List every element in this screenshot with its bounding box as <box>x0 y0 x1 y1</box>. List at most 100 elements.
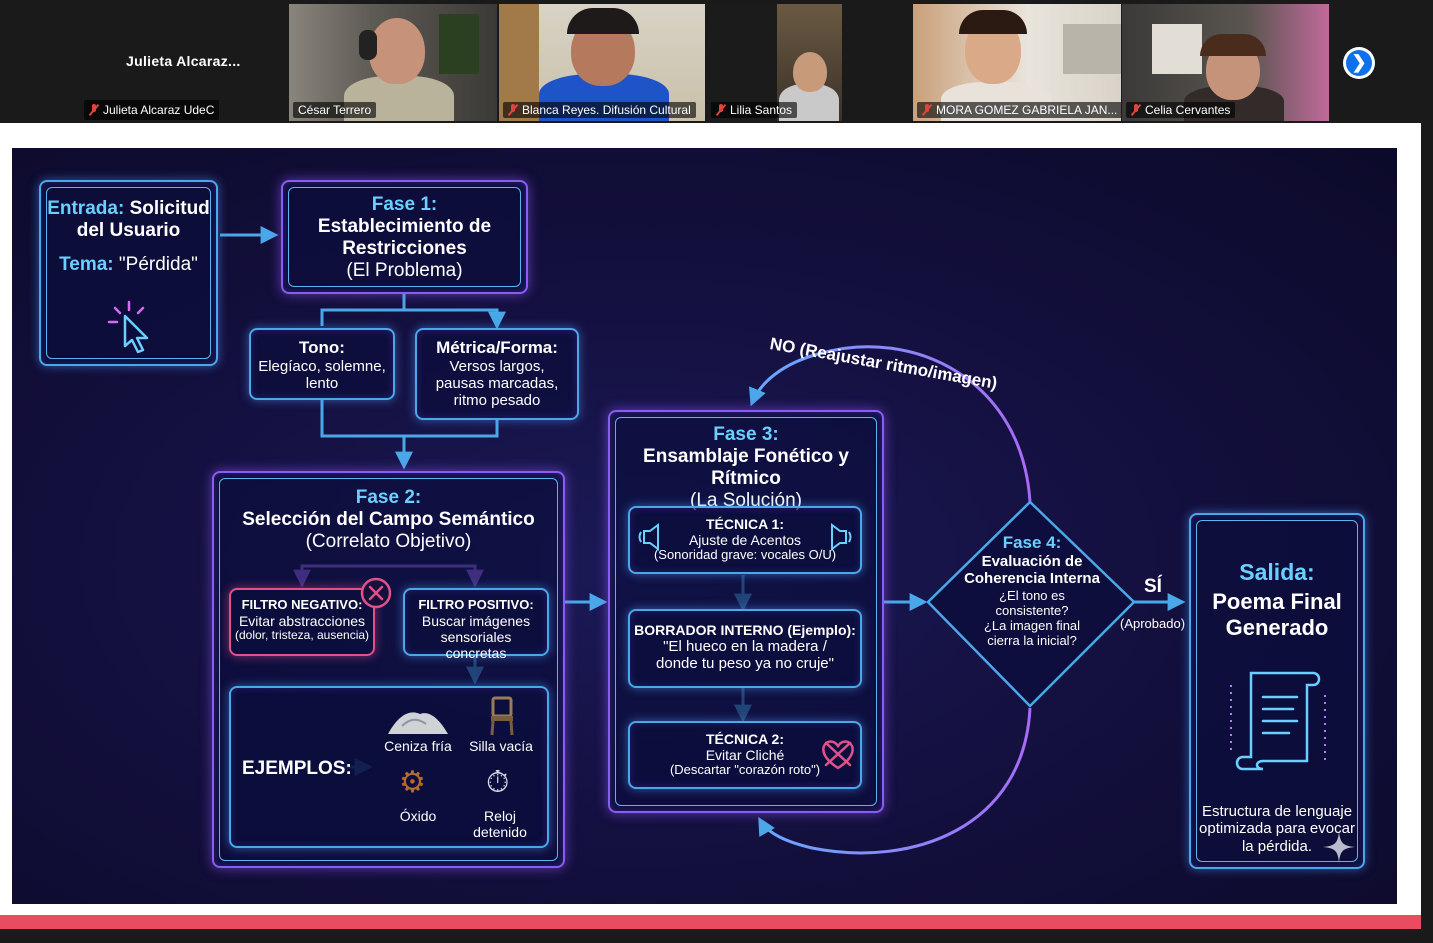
tecnica2-note: (Descartar "corazón roto") <box>669 762 821 778</box>
ejemplo-label: Silla vacía <box>469 738 533 754</box>
headphones-icon <box>359 30 377 60</box>
tecnica1-box: TÉCNICA 1: Ajuste de Acentos (Sonoridad … <box>628 506 862 574</box>
fase2-label: Fase 2: <box>355 487 422 508</box>
fase1-label: Fase 1: <box>371 194 438 215</box>
loop-arrow-top <box>749 345 1032 503</box>
stopwatch-icon: ⏱ <box>486 766 510 799</box>
participant-tile[interactable]: Celia Cervantes <box>1122 4 1329 121</box>
filtro-positivo-text: Buscar imágenes sensoriales concretas <box>421 612 531 662</box>
mic-off-icon <box>1131 104 1141 116</box>
fase4-label: Fase 4: <box>1002 533 1062 552</box>
borrador-line1: "El hueco en la madera / <box>663 638 827 656</box>
metrica-text: Versos largos, pausas marcadas, ritmo pe… <box>435 357 559 410</box>
x-circle-icon <box>360 577 392 609</box>
broken-heart-icon <box>822 740 854 770</box>
fase1-title: Establecimiento de Restricciones <box>317 215 492 259</box>
self-name-label: Julieta Alcaraz UdeC <box>84 100 220 120</box>
video-person-face <box>793 52 827 92</box>
filtro-positivo-title: FILTRO POSITIVO: <box>418 597 534 612</box>
borrador-box: BORRADOR INTERNO (Ejemplo): "El hueco en… <box>628 609 862 688</box>
participant-label: César Terrero <box>293 102 377 118</box>
tema-label: Tema: <box>59 253 114 275</box>
fase1-subtitle: (El Problema) <box>346 259 463 281</box>
ejemplos-box: EJEMPLOS: Ceniza fría Silla vacía ⚙ Óxid… <box>229 686 549 848</box>
mic-off-icon <box>508 104 518 116</box>
fase1-box: Fase 1: Establecimiento de Restricciones… <box>281 180 528 294</box>
fase4-title: Evaluación de Coherencia Interna <box>964 552 1100 587</box>
ejemplo-label: Ceniza fría <box>384 738 452 754</box>
bottom-toolbar-edge <box>0 929 1433 943</box>
fase4-diamond: Fase 4: Evaluación de Coherencia Interna… <box>932 533 1132 649</box>
entrada-box: Entrada: Solicitud del Usuario Tema: "Pé… <box>39 180 218 366</box>
chair-icon <box>490 696 514 736</box>
shared-screen: Entrada: Solicitud del Usuario Tema: "Pé… <box>0 123 1421 915</box>
participant-label: Lilia Santos <box>711 102 798 118</box>
video-person-hair <box>959 10 1027 34</box>
participant-name: MORA GOMEZ GABRIELA JAN... <box>936 103 1118 117</box>
tecnica2-title: TÉCNICA 2: <box>705 731 785 747</box>
flowchart-slide: Entrada: Solicitud del Usuario Tema: "Pé… <box>12 148 1397 904</box>
speaker-icon <box>638 523 659 551</box>
fase2-subtitle: (Correlato Objetivo) <box>305 530 472 552</box>
salida-box: Salida: Poema Final Generado Estructura … <box>1189 513 1365 869</box>
cursor-click-icon <box>107 300 149 354</box>
filtro-negativo-text: Evitar abstracciones <box>238 612 366 629</box>
self-display-name: Julieta Alcaraz... <box>126 53 241 69</box>
borrador-title: BORRADOR INTERNO (Ejemplo): <box>634 622 856 638</box>
tono-text: Elegíaco, solemne, lento <box>258 357 386 392</box>
tema-value: "Pérdida" <box>118 253 198 275</box>
entrada-title: Solicitud del Usuario <box>76 198 210 241</box>
video-printer <box>1063 24 1121 74</box>
filtro-negativo-note: (dolor, tristeza, ausencia) <box>234 628 370 643</box>
entrada-label: Entrada: <box>47 198 125 219</box>
filtro-positivo-box: FILTRO POSITIVO: Buscar imágenes sensori… <box>403 588 549 661</box>
ejemplo-label: Reloj detenido <box>473 808 527 841</box>
fase3-label: Fase 3: <box>713 424 779 445</box>
tecnica1-title: TÉCNICA 1: <box>705 516 785 532</box>
bottom-accent-bar <box>0 915 1421 929</box>
metrica-box: Métrica/Forma: Versos largos, pausas mar… <box>415 328 579 420</box>
salida-title: Poema Final Generado <box>1212 589 1342 640</box>
participant-name: Lilia Santos <box>730 103 793 117</box>
next-participants-button[interactable]: ❯ <box>1343 47 1375 79</box>
mic-off-icon <box>716 104 726 116</box>
fase4-question2: ¿La imagen final cierra la inicial? <box>983 617 1081 648</box>
si-label: SÍ <box>1144 576 1162 597</box>
participant-tile[interactable]: Lilia Santos <box>707 4 842 121</box>
fase2-title: Selección del Campo Semántico <box>242 508 535 530</box>
filtro-negativo-box: FILTRO NEGATIVO: Evitar abstracciones (d… <box>229 588 375 656</box>
participant-strip: Julieta Alcaraz... Julieta Alcaraz UdeC … <box>0 0 1433 123</box>
borrador-line2: donde tu peso ya no cruje" <box>656 655 834 673</box>
fase3-title: Ensamblaje Fonético y Rítmico <box>643 445 849 489</box>
tecnica1-note: (Sonoridad grave: vocales O/U) <box>653 547 837 563</box>
participant-tile[interactable]: MORA GOMEZ GABRIELA JAN... <box>913 4 1121 121</box>
participant-tile-active[interactable]: César Terrero <box>289 4 497 121</box>
participant-label: Blanca Reyes. Difusión Cultural <box>503 102 696 118</box>
scroll-document-icon <box>1230 671 1326 771</box>
self-tile[interactable]: Julieta Alcaraz... Julieta Alcaraz UdeC <box>0 0 286 123</box>
aprobado-label: (Aprobado) <box>1120 616 1186 631</box>
chevron-right-icon: ❯ <box>1346 50 1372 76</box>
filtro-negativo-title: FILTRO NEGATIVO: <box>241 597 363 612</box>
video-shelf <box>499 4 539 121</box>
video-papers <box>1152 24 1202 74</box>
strip-edge <box>1380 0 1433 123</box>
participant-name: Celia Cervantes <box>1145 103 1231 117</box>
participant-tile[interactable]: Blanca Reyes. Difusión Cultural <box>499 4 705 121</box>
fase3-subtitle: (La Solución) <box>690 489 802 511</box>
mic-off-icon <box>89 104 99 116</box>
ejemplos-label: EJEMPLOS: <box>242 758 352 779</box>
video-person-hair <box>567 8 639 34</box>
fase4-question1: ¿El tono es consistente? <box>995 588 1069 618</box>
sparkle-icon <box>1323 831 1355 863</box>
video-plant <box>439 14 479 74</box>
participant-name: Julieta Alcaraz UdeC <box>103 103 215 117</box>
ash-pile-icon <box>388 712 448 734</box>
fase4-diamond-shape <box>926 500 1136 708</box>
rusty-gear-icon: ⚙ <box>399 766 426 799</box>
video-person-hair <box>1200 34 1266 56</box>
tecnica1-text: Ajuste de Acentos <box>688 532 802 549</box>
salida-label: Salida: <box>1239 559 1315 585</box>
participant-name: Blanca Reyes. Difusión Cultural <box>522 103 691 117</box>
